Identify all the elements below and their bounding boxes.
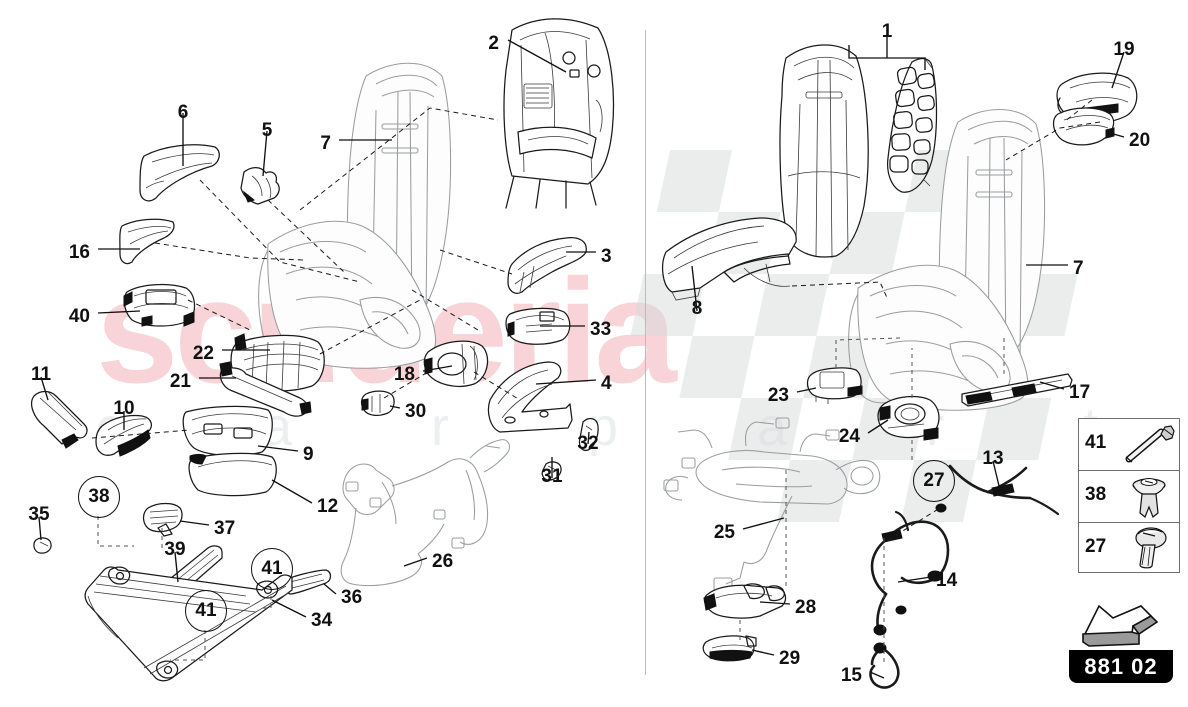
part-35-stud <box>33 537 52 554</box>
leader-lines-left <box>38 39 597 618</box>
part-37-clip-bracket <box>142 502 183 537</box>
callout-37: 37 <box>214 518 236 539</box>
part-8-cushion-cover <box>662 217 797 301</box>
seat-symbol-icon <box>1082 604 1159 647</box>
part-12-trim-strip-lower <box>188 452 277 497</box>
callout-7-right: 7 <box>1073 258 1084 279</box>
flange-screw-icon <box>1135 527 1167 569</box>
fastener-row-41: 41 <box>1079 419 1179 471</box>
part-28-bracket <box>703 583 787 619</box>
callout-39: 39 <box>164 539 186 560</box>
plastic-rivet-icon <box>1132 478 1166 518</box>
callout-13: 13 <box>982 448 1004 469</box>
part-7-seat-ghost-right <box>848 108 1046 411</box>
part-2-backrest-shell <box>503 18 615 209</box>
callout-circle-27: 27 <box>913 460 955 502</box>
callout-7: 7 <box>320 133 331 154</box>
callout-22: 22 <box>192 343 214 364</box>
callout-5: 5 <box>261 120 273 141</box>
callout-circle-41b: 41 <box>185 590 227 632</box>
group-code-badge: 881 02 <box>1068 591 1174 684</box>
part-4-seat-side-trim <box>487 361 573 433</box>
callout-6: 6 <box>177 102 189 123</box>
callout-14: 14 <box>936 570 958 591</box>
part-40-motor-module <box>123 283 196 327</box>
part-1-heater-mat <box>886 57 938 193</box>
part-26-seat-harness <box>340 439 511 587</box>
part-16-armrest-cover-small <box>119 218 175 265</box>
part-30-connector <box>360 390 395 417</box>
part-6-armrest-cover <box>139 144 220 202</box>
panel-divider <box>645 30 646 675</box>
callout-17: 17 <box>1069 382 1091 403</box>
callout-40: 40 <box>68 306 90 327</box>
callout-circle-38: 38 <box>78 476 120 518</box>
assembly-dashed-left <box>91 107 521 661</box>
fastener-number-41: 41 <box>1085 432 1107 453</box>
part-1-backrest-cushion <box>779 44 869 259</box>
fastener-row-27: 27 <box>1079 523 1179 574</box>
callout-32: 32 <box>577 433 599 454</box>
fastener-number-27: 27 <box>1085 536 1107 557</box>
callout-4: 4 <box>601 373 612 394</box>
callout-23: 23 <box>767 385 789 406</box>
callout-29: 29 <box>779 648 801 669</box>
callout-16: 16 <box>68 242 90 263</box>
callout-21: 21 <box>169 371 191 392</box>
assembly-dashed-right <box>739 99 1101 664</box>
part-3-armrest <box>507 236 587 294</box>
part-18-recliner-motor <box>423 340 489 387</box>
part-7-seat-ghost <box>258 62 452 369</box>
fastener-row-38: 38 <box>1079 471 1179 523</box>
fastener-number-38: 38 <box>1085 484 1107 505</box>
part-13-cable <box>948 464 1060 516</box>
part-5-bracket <box>240 167 280 205</box>
callout-35: 35 <box>28 504 50 525</box>
callout-30: 30 <box>405 401 427 422</box>
part-24-lumbar-pump <box>877 395 940 441</box>
part-29-module <box>702 635 757 662</box>
callout-12: 12 <box>317 496 339 517</box>
callout-10: 10 <box>113 398 135 419</box>
part-9-trim-strip <box>182 405 273 457</box>
callout-8: 8 <box>691 298 703 319</box>
callout-15: 15 <box>840 665 862 686</box>
group-illustration <box>1069 592 1173 650</box>
leader-lines-right <box>691 34 1125 679</box>
callout-9: 9 <box>303 444 314 465</box>
part-33-actuator <box>505 307 571 345</box>
callout-34: 34 <box>311 610 333 631</box>
group-code-text: 881 02 <box>1069 650 1173 683</box>
part-14-cable-harness <box>870 503 950 636</box>
part-25-main-harness <box>663 417 881 593</box>
callout-31: 31 <box>541 466 563 487</box>
callout-circle-41a: 41 <box>251 548 293 590</box>
callout-20: 20 <box>1129 130 1151 151</box>
part-15-cable-loop <box>869 642 900 689</box>
long-bolt-icon <box>1125 425 1175 463</box>
part-23-control-unit <box>806 367 863 404</box>
callout-3: 3 <box>601 246 612 267</box>
part-11-gas-strut <box>31 390 88 449</box>
callout-33: 33 <box>590 319 612 340</box>
callout-18: 18 <box>393 364 415 385</box>
callout-19: 19 <box>1113 39 1135 60</box>
part-17-rail-trim <box>961 373 1073 407</box>
callout-11: 11 <box>30 364 52 385</box>
callout-26: 26 <box>432 551 454 572</box>
callout-2: 2 <box>488 33 499 54</box>
fasteners-legend: 41 38 27 <box>1078 418 1180 573</box>
callout-24: 24 <box>838 426 860 447</box>
callout-1: 1 <box>881 21 893 42</box>
callout-36: 36 <box>341 587 363 608</box>
callout-25: 25 <box>713 522 735 543</box>
callout-28: 28 <box>795 597 817 618</box>
part-21-bracket-rail <box>219 361 312 417</box>
part-20-headrest-trim-lower <box>1052 107 1115 146</box>
